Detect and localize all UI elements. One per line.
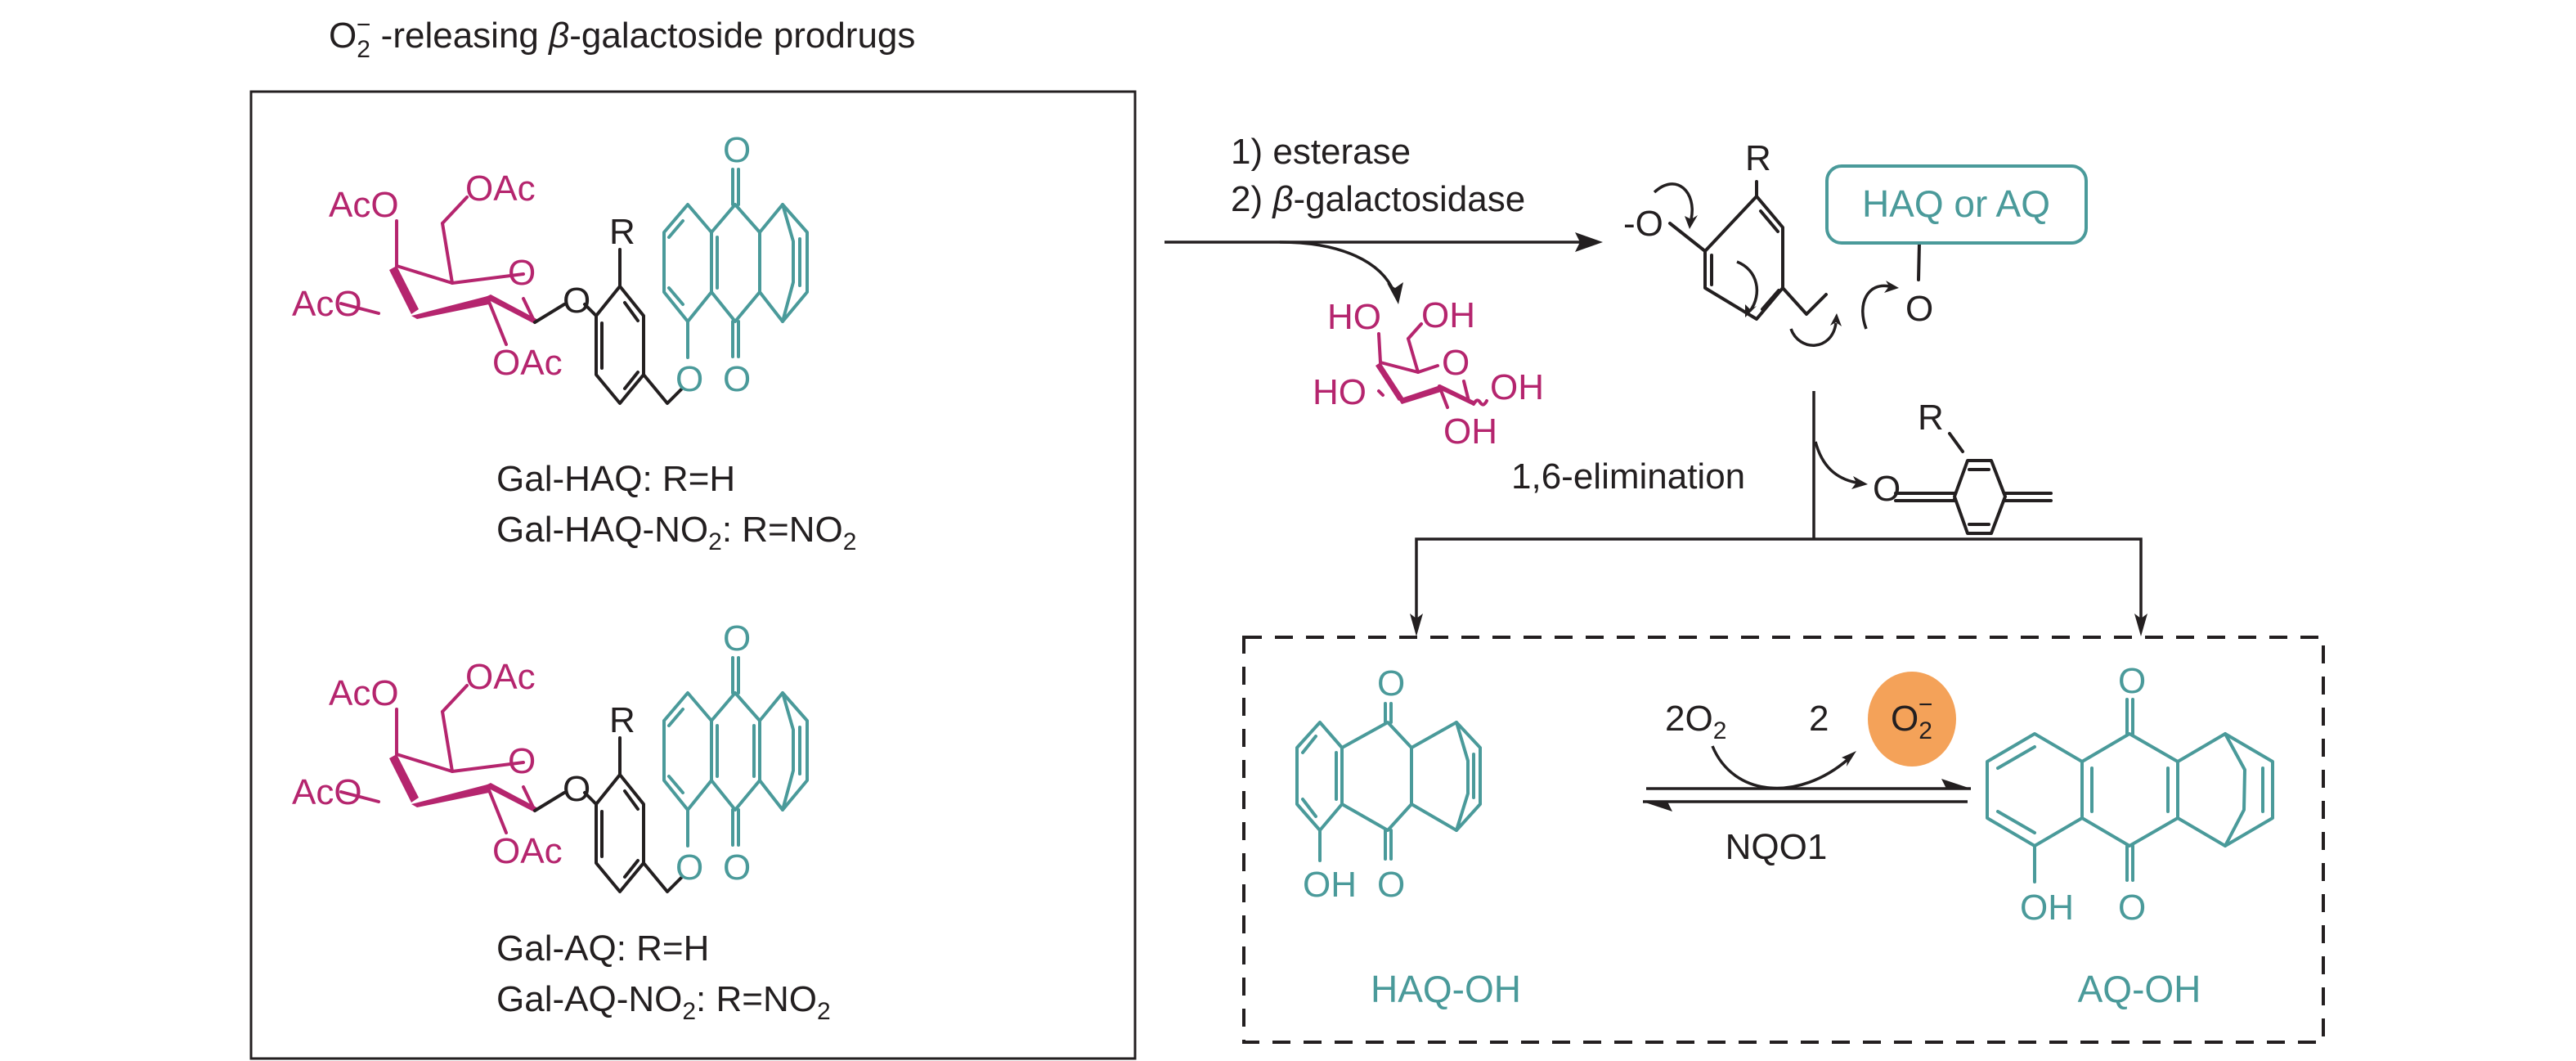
hydroxyl-label: OH	[1421, 295, 1475, 335]
r-substituent: R	[609, 700, 635, 740]
aq-compound-labels: Gal-AQ: R=H Gal-AQ-NO2: R=NO2	[496, 928, 831, 1025]
carbonyl-oxygen: O	[723, 847, 751, 888]
haq-oh-structure: O O OH HAQ-OH	[1295, 663, 1521, 1010]
reagent-esterase: 1) esterase	[1231, 132, 1411, 172]
hydroxyl-label: HO	[1327, 297, 1381, 337]
ring-oxygen: O	[508, 741, 536, 781]
payload-box	[1825, 164, 2088, 245]
electron-push-arrow	[1789, 322, 1838, 347]
superoxide-badge	[1868, 672, 1956, 767]
prodrug-panel-frame	[249, 90, 1137, 1060]
aco-label: AcO	[329, 185, 399, 225]
r-substituent: R	[1745, 138, 1771, 178]
gal-aq-label: Gal-AQ: R=H	[496, 928, 709, 969]
elimination-step: 1,6-elimination O R	[1410, 391, 2147, 636]
superoxide-label: O2−	[1891, 691, 1932, 744]
leaving-group-oxygen: O	[1905, 289, 1933, 329]
redox-cycle: 2O2 2 O2− NQO1	[1643, 672, 1971, 867]
benzylic-oxygen: O	[675, 847, 703, 888]
prodrug-structure-aq: AcO OAc AcO OAc O O R O	[292, 618, 809, 893]
quinone-methide-oxygen: O	[1873, 469, 1901, 509]
phenolate-oxygen: -O	[1623, 204, 1663, 244]
anthraquinone-payload: O O O	[662, 130, 809, 399]
release-curved-arrow	[1279, 241, 1396, 294]
oac-label: OAc	[492, 831, 563, 871]
benzylic-oxygen: O	[675, 359, 703, 399]
carbonyl-oxygen: O	[723, 130, 751, 170]
branch-connector	[1415, 537, 2143, 630]
r-substituent: R	[1918, 398, 1944, 438]
ring-oxygen: O	[508, 253, 536, 293]
aco-label: AcO	[292, 284, 362, 324]
reagent-galactosidase: 2) β-galactosidase	[1231, 179, 1525, 219]
phenolate-intermediate: -O R O HAQ or AQ	[1623, 138, 2088, 347]
ring-oxygen: O	[1442, 343, 1470, 383]
aq-oh-structure: O O OH AQ-OH	[1986, 661, 2274, 1010]
oac-label: OAc	[465, 169, 536, 209]
svg-text:O2− -releasing β-galactoside p: O2− -releasing β-galactoside prodrugs	[329, 11, 915, 63]
aryl-ether-oxygen: O	[563, 769, 590, 809]
benzyl-linker: O R	[563, 212, 683, 405]
hydroxyl-label: OH	[1303, 865, 1357, 905]
elimination-label: 1,6-elimination	[1511, 456, 1745, 497]
oac-label: OAc	[492, 343, 563, 383]
redox-curved-arrow	[1711, 745, 1850, 790]
benzyl-linker: O R	[563, 700, 683, 893]
prodrug-structure-haq: AcO OAc AcO OAc O O R O	[292, 130, 809, 405]
gal-haq-label: Gal-HAQ: R=H	[496, 459, 735, 499]
enzyme-label: NQO1	[1726, 827, 1828, 867]
payload-label: HAQ or AQ	[1862, 182, 2050, 225]
hydroxyl-label: OH	[1490, 367, 1544, 407]
acetylated-galactose: AcO OAc AcO OAc O	[292, 657, 566, 871]
arrowhead-icon	[1575, 232, 1603, 252]
enzymatic-activation-step: 1) esterase 2) β-galactosidase	[1165, 132, 1603, 304]
superoxide-coefficient: 2	[1809, 699, 1829, 739]
carbonyl-oxygen: O	[1377, 865, 1405, 905]
carbonyl-oxygen: O	[2118, 661, 2146, 701]
oac-label: OAc	[465, 657, 536, 697]
carbonyl-oxygen: O	[723, 618, 751, 659]
r-substituent: R	[609, 212, 635, 252]
arrowhead-icon	[1387, 282, 1403, 304]
hydroxyl-label: OH	[1443, 411, 1497, 452]
hydroxyl-label: OH	[2020, 888, 2074, 928]
aq-oh-name: AQ-OH	[2078, 968, 2201, 1010]
hydroxyl-label: HO	[1313, 372, 1367, 412]
elimination-curved-arrow	[1814, 441, 1857, 484]
arrowhead-icon	[2134, 614, 2147, 636]
released-galactose: HO OH O HO OH OH	[1313, 295, 1544, 452]
aco-label: AcO	[329, 673, 399, 713]
scheme-title: O2− -releasing β-galactoside prodrugs	[329, 11, 915, 63]
gal-aq-no2-label: Gal-AQ-NO2: R=NO2	[496, 979, 831, 1025]
electron-push-arrow	[1653, 182, 1694, 220]
electron-push-arrow	[1861, 284, 1890, 330]
electron-push-arrow	[1736, 260, 1759, 312]
oxygen-reactant: 2O2	[1665, 699, 1726, 744]
anthraquinone-payload: O O O	[662, 618, 809, 888]
carbonyl-oxygen: O	[723, 359, 751, 399]
carbonyl-oxygen: O	[1377, 663, 1405, 704]
aco-label: AcO	[292, 772, 362, 812]
haq-oh-name: HAQ-OH	[1371, 968, 1521, 1010]
gal-haq-no2-label: Gal-HAQ-NO2: R=NO2	[496, 510, 856, 555]
aryl-ether-oxygen: O	[563, 281, 590, 321]
arrowhead-icon	[1410, 614, 1423, 636]
title-superoxide: O	[329, 16, 357, 56]
haq-compound-labels: Gal-HAQ: R=H Gal-HAQ-NO2: R=NO2	[496, 459, 856, 555]
acetylated-galactose: AcO OAc AcO OAc O	[292, 169, 566, 383]
carbonyl-oxygen: O	[2118, 888, 2146, 928]
products-panel-frame	[1242, 636, 2325, 1044]
